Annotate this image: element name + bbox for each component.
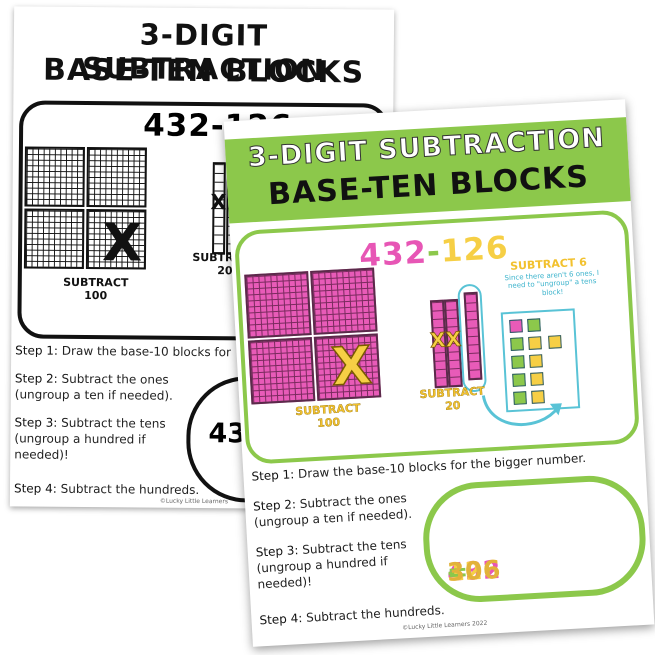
front-model-box: 432-126 X SUBTRACT 100 XX SUBTRACT 20 SU… [233, 209, 641, 465]
back-step-1: Step 1: Draw the base-10 blocks for [15, 342, 231, 360]
front-step-3: Step 3: Subtract the tens (ungroup a hun… [255, 536, 409, 593]
hundreds-flat [244, 271, 312, 339]
step-text: Subtract the hundreds. [305, 603, 445, 625]
label-number: 100 [84, 288, 108, 302]
step-label: Step 2: [252, 497, 297, 514]
front-worksheet: 3-DIGIT SUBTRACTION BASE-TEN BLOCKS 432-… [223, 99, 655, 647]
label-word: SUBTRACT [63, 275, 129, 290]
step-label: Step 3: [14, 415, 58, 430]
back-step-4: Step 4: Subtract the hundreds. [14, 480, 199, 498]
label-number: 20 [444, 398, 461, 413]
ones-unit [510, 337, 524, 351]
front-subtract-100-label: SUBTRACT 100 [278, 401, 379, 432]
front-step-2: Step 2: Subtract the ones (ungroup a ten… [253, 490, 413, 531]
step-label: Step 2: [14, 371, 58, 386]
back-step-2: Step 2: Subtract the ones (ungroup a ten… [15, 370, 173, 404]
step-label: Step 1: [251, 467, 295, 484]
hundreds-flat [310, 267, 378, 335]
ones-unit [529, 354, 543, 368]
step-text: (ungroup a ten if needed). [14, 387, 173, 403]
hundreds-flat [247, 337, 316, 405]
step-label: Step 3: [255, 543, 299, 560]
label-number: 20 [217, 263, 233, 277]
ones-unit [509, 319, 523, 333]
step-text: needed)! [14, 447, 69, 463]
cross-out-mark: XX [429, 326, 462, 353]
cross-out-mark: X [101, 213, 143, 274]
back-credit: ©Lucky Little Learners [159, 497, 228, 506]
step-text: Subtract the tens [301, 537, 407, 557]
hundreds-flat [86, 146, 147, 208]
front-credit: ©Lucky Little Learners 2022 [401, 619, 488, 632]
step-label: Step 1: [15, 343, 59, 358]
ones-unit [511, 355, 525, 369]
equation-subtrahend: 126 [439, 229, 510, 270]
front-answer-cloud: 432-126=306 [420, 472, 649, 606]
step-text: Subtract the ones [61, 371, 169, 387]
step-text: (ungroup a hundred if [14, 431, 146, 447]
answer-difference: 306 [446, 554, 502, 587]
step-text: Draw the base-10 blocks for [61, 343, 231, 360]
ones-unit [512, 373, 526, 387]
back-step-3: Step 3: Subtract the tens (ungroup a hun… [14, 414, 165, 464]
ungroup-arrow-icon [481, 395, 562, 427]
front-equation: 432-126 [358, 230, 509, 274]
hundreds-flat [23, 208, 85, 269]
step-text: Subtract the tens [61, 415, 166, 431]
ones-unit [527, 318, 541, 332]
step-text: Subtract the hundreds. [60, 481, 200, 497]
cross-out-mark: X [329, 335, 374, 399]
step-text: needed)! [257, 574, 313, 592]
step-label: Step 4: [259, 611, 303, 628]
step-label: Step 4: [13, 481, 57, 496]
back-subtract-100-label: SUBTRACT 100 [46, 275, 146, 303]
label-number: 100 [316, 415, 341, 430]
hundreds-flat [24, 146, 85, 207]
ones-unit [548, 335, 562, 349]
ungrouped-ten-outline [457, 283, 488, 393]
ungroup-note: Since there aren't 6 ones, I need to "un… [504, 268, 600, 297]
ones-unit [530, 372, 544, 386]
back-title-line2: BASE-TEN BLOCKS [42, 52, 365, 91]
ones-unit [528, 336, 542, 350]
